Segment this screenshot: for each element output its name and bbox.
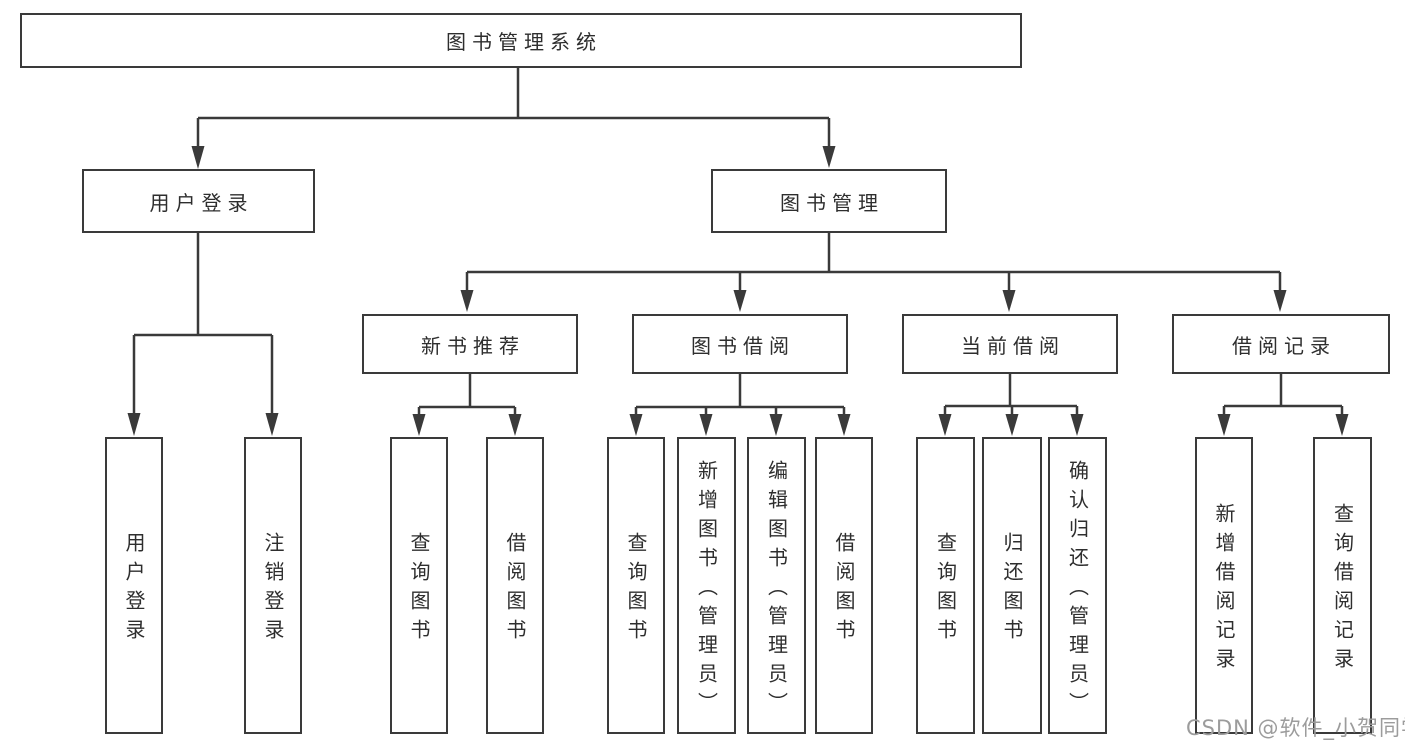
node-borrow-records-label: 借阅记录	[1232, 333, 1336, 358]
node-current-borrow: 当前借阅	[902, 314, 1118, 374]
leaf-add-borrow-record-label: 新增借阅记录	[1212, 503, 1236, 677]
leaf-return-books: 归还图书	[982, 437, 1042, 734]
leaf-query-borrow-record-label: 查询借阅记录	[1330, 503, 1355, 677]
leaf-add-borrow-record: 新增借阅记录	[1195, 437, 1253, 734]
node-borrow-records: 借阅记录	[1172, 314, 1390, 374]
arrow-to-leaf-logout	[265, 413, 279, 436]
leaf-query-books-current: 查询图书	[916, 437, 975, 734]
arrow-bb-leaf-1	[629, 414, 643, 436]
leaf-user-login: 用户登录	[105, 437, 163, 734]
leaf-confirm-return-admin-label: 确认归还（管理员）	[1065, 459, 1090, 721]
arrow-br-leaf-2	[1335, 414, 1349, 436]
leaf-borrow-books-recommend-label: 借阅图书	[503, 532, 527, 648]
connector-user-login-split	[132, 233, 274, 414]
leaf-edit-book-admin-label: 编辑图书（管理员）	[764, 459, 789, 721]
arrow-cb-leaf-1	[938, 414, 952, 436]
arrow-to-book-mgmt	[822, 146, 836, 168]
node-current-borrow-label: 当前借阅	[961, 333, 1065, 358]
arrow-bb-leaf-2	[699, 414, 713, 436]
node-new-book-recommend-label: 新书推荐	[421, 333, 525, 358]
leaf-borrow-books: 借阅图书	[815, 437, 873, 734]
connector-current-borrow-split	[943, 374, 1079, 415]
leaf-user-login-label: 用户登录	[122, 532, 146, 648]
connector-book-mgmt-split	[465, 233, 1282, 291]
leaf-logout-label: 注销登录	[261, 532, 285, 648]
connector-borrow-records-split	[1222, 374, 1344, 415]
leaf-query-books-recommend: 查询图书	[390, 437, 448, 734]
leaf-borrow-books-label: 借阅图书	[832, 532, 856, 648]
leaf-confirm-return-admin: 确认归还（管理员）	[1048, 437, 1107, 734]
arrow-to-leaf-login	[127, 413, 141, 436]
arrow-nb-leaf-1	[412, 414, 426, 436]
arrowheads	[127, 146, 1349, 436]
connector-book-borrow-split	[634, 374, 846, 415]
node-library-system-label: 图书管理系统	[446, 30, 602, 54]
connector-new-book-split	[417, 374, 517, 415]
node-user-login: 用户登录	[82, 169, 315, 233]
arrow-to-book-borrow	[733, 290, 747, 312]
node-user-login-label: 用户登录	[149, 190, 254, 215]
leaf-logout: 注销登录	[244, 437, 302, 734]
node-book-borrow: 图书借阅	[632, 314, 848, 374]
node-library-system: 图书管理系统	[20, 13, 1022, 68]
leaf-query-books-recommend-label: 查询图书	[407, 532, 431, 648]
leaf-query-books-borrow-label: 查询图书	[624, 532, 648, 648]
arrow-bb-leaf-3	[769, 414, 783, 436]
arrow-bb-leaf-4	[837, 414, 851, 436]
arrow-to-borrow-records	[1273, 290, 1287, 312]
leaf-add-book-admin: 新增图书（管理员）	[677, 437, 736, 734]
arrow-to-user-login	[191, 146, 205, 169]
node-book-management-label: 图书管理	[780, 190, 884, 215]
leaf-add-book-admin-label: 新增图书（管理员）	[694, 459, 719, 721]
arrow-br-leaf-1	[1217, 414, 1231, 436]
arrow-cb-leaf-3	[1070, 414, 1084, 436]
leaf-query-borrow-record: 查询借阅记录	[1313, 437, 1372, 734]
arrow-to-new-book	[460, 290, 474, 312]
leaf-edit-book-admin: 编辑图书（管理员）	[747, 437, 806, 734]
node-book-management: 图书管理	[711, 169, 947, 233]
leaf-query-books-borrow: 查询图书	[607, 437, 665, 734]
node-new-book-recommend: 新书推荐	[362, 314, 578, 374]
leaf-return-books-label: 归还图书	[1000, 532, 1024, 648]
connector-root-split	[196, 68, 831, 147]
leaf-query-books-current-label: 查询图书	[933, 532, 958, 648]
arrow-nb-leaf-2	[508, 414, 522, 436]
arrow-to-current-borrow	[1002, 290, 1016, 312]
arrow-cb-leaf-2	[1005, 414, 1019, 436]
csdn-watermark: CSDN @软件_小贺同学	[1186, 716, 1405, 740]
node-book-borrow-label: 图书借阅	[691, 333, 795, 358]
leaf-borrow-books-recommend: 借阅图书	[486, 437, 544, 734]
